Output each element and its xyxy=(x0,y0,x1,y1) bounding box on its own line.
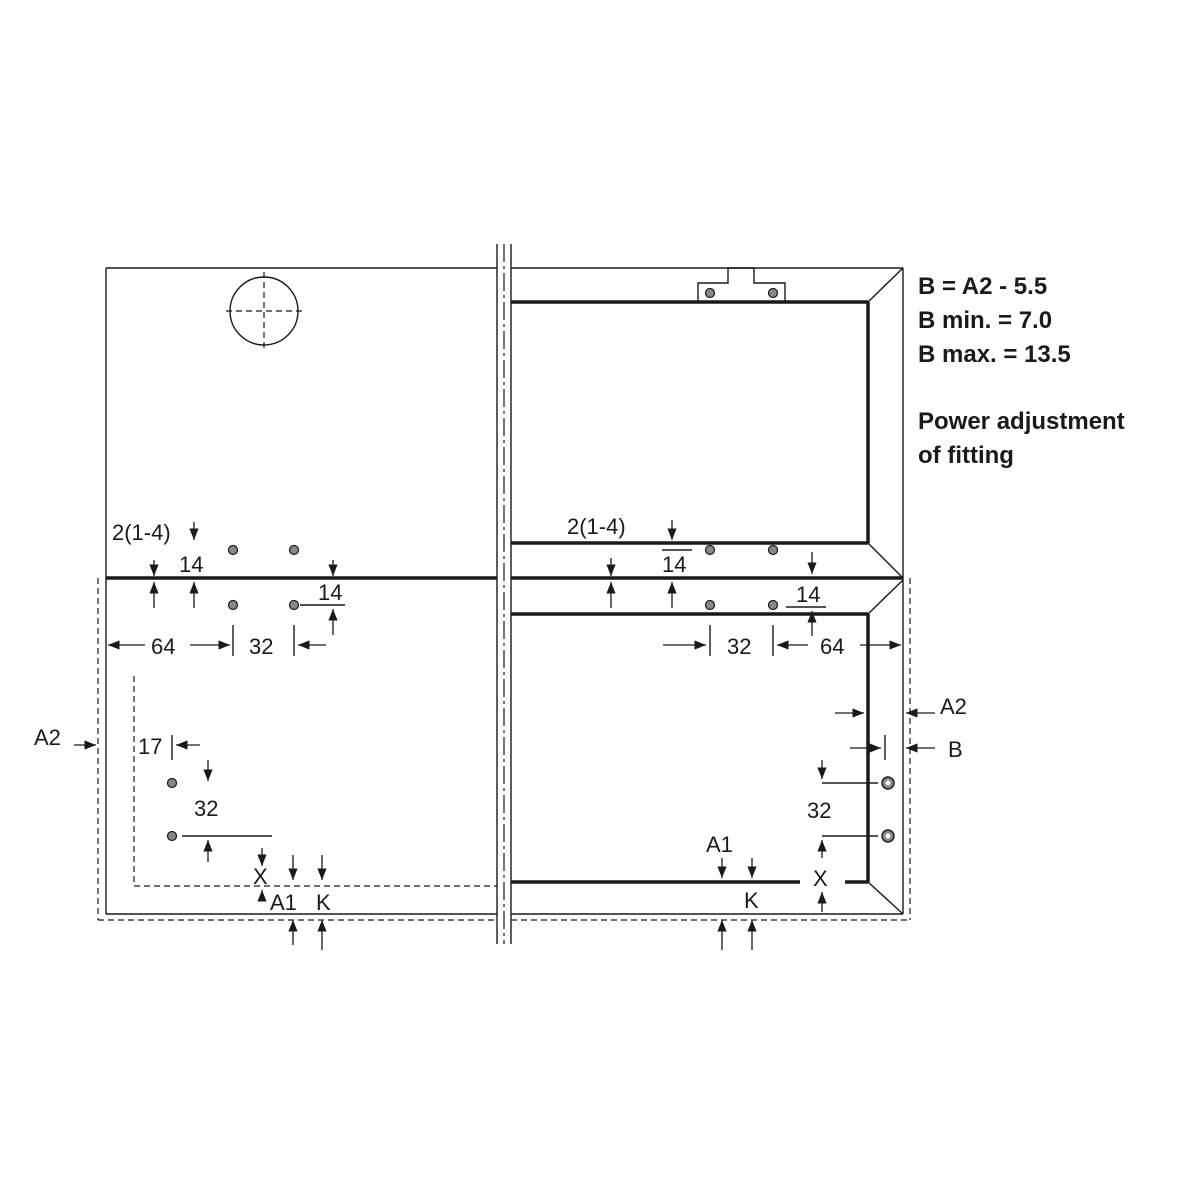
label-17: 17 xyxy=(138,734,162,759)
label-a2-right: A2 xyxy=(940,694,967,719)
label-gap-right: 2(1-4) xyxy=(567,514,626,539)
note-b-max: B max. = 13.5 xyxy=(918,341,1071,368)
label-x-left: X xyxy=(253,864,268,889)
label-32-right-vertical: 32 xyxy=(807,798,831,823)
label-32-left-vertical: 32 xyxy=(194,796,218,821)
label-a1-left: A1 xyxy=(270,890,297,915)
note-power-line2: of fitting xyxy=(918,442,1014,469)
label-64-right: 64 xyxy=(820,634,844,659)
note-formula-b: B = A2 - 5.5 xyxy=(918,273,1047,300)
label-b-right: B xyxy=(948,737,963,762)
label-14-left-top: 14 xyxy=(179,552,203,577)
upper-panel xyxy=(105,267,904,579)
label-14-right-bottom: 14 xyxy=(796,582,820,607)
label-gap-left: 2(1-4) xyxy=(112,520,171,545)
dimension-labels: 2(1-4) 14 14 64 32 A2 17 32 X A1 K 2(1-4… xyxy=(34,514,967,915)
label-14-left-bottom: 14 xyxy=(318,580,342,605)
label-14-right-top: 14 xyxy=(662,552,686,577)
note-power-line1: Power adjustment xyxy=(918,408,1125,435)
note-b-min: B min. = 7.0 xyxy=(918,307,1052,334)
label-64-left: 64 xyxy=(151,634,175,659)
label-k-left: K xyxy=(316,890,331,915)
notes: B = A2 - 5.5 B min. = 7.0 B max. = 13.5 … xyxy=(918,273,1125,469)
holes xyxy=(166,544,895,843)
break-line xyxy=(496,244,512,944)
label-a1-right: A1 xyxy=(706,832,733,857)
label-32-right: 32 xyxy=(727,634,751,659)
label-a2-left: A2 xyxy=(34,725,61,750)
label-32-left: 32 xyxy=(249,634,273,659)
label-x-right: X xyxy=(813,866,828,891)
hinge-bracket xyxy=(697,267,786,302)
label-k-right: K xyxy=(744,888,759,913)
dimension-pointers xyxy=(74,520,935,950)
